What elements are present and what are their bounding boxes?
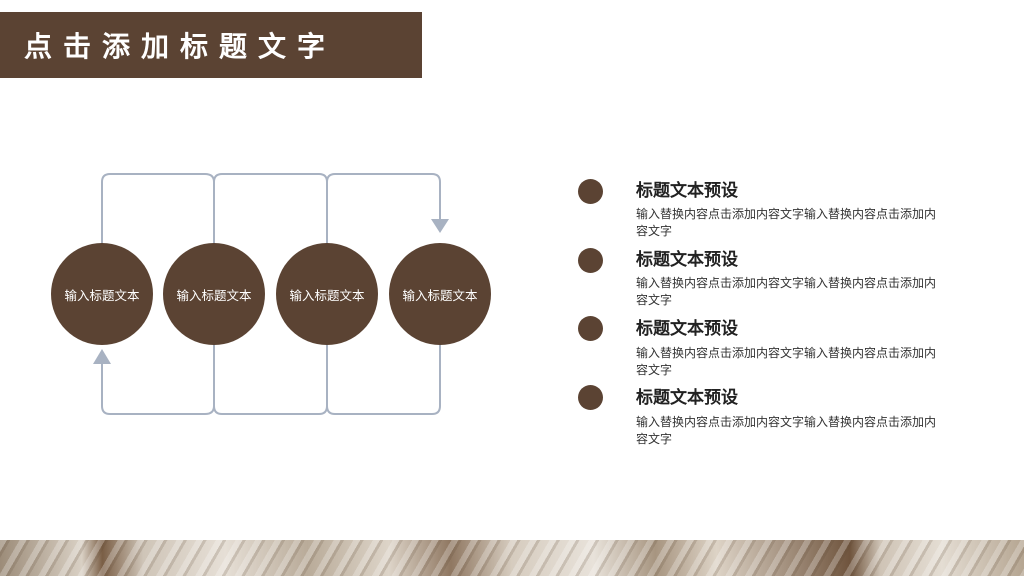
item-title[interactable]: 标题文本预设 [636,181,738,201]
flow-diagram: 输入标题文本 输入标题文本 输入标题文本 输入标题文本 [0,0,520,480]
flow-node-1[interactable]: 输入标题文本 [51,243,153,345]
connector-bottom-3 [326,344,441,415]
item-description[interactable]: 输入替换内容点击添加内容文字输入替换内容点击添加内容文字 [636,207,937,238]
list-item-1: 标题文本预设 输入替换内容点击添加内容文字输入替换内容点击添加内容文字 [0,174,1024,244]
flow-node-label: 输入标题文本 [176,287,252,303]
arrow-down-icon [431,219,449,233]
item-description[interactable]: 输入替换内容点击添加内容文字输入替换内容点击添加内容文字 [636,415,937,446]
flow-node-label: 输入标题文本 [289,287,365,303]
list-item-4: 标题文本预设 输入替换内容点击添加内容文字输入替换内容点击添加内容文字 [0,382,1024,452]
flow-node-4[interactable]: 输入标题文本 [389,243,491,345]
item-title[interactable]: 标题文本预设 [636,388,738,408]
bullet-icon [578,316,603,341]
list-item-2: 标题文本预设 输入替换内容点击添加内容文字输入替换内容点击添加内容文字 [0,243,1024,313]
item-title[interactable]: 标题文本预设 [636,250,738,270]
blossom-photo-strip [0,540,1024,576]
flow-node-2[interactable]: 输入标题文本 [163,243,265,345]
item-title[interactable]: 标题文本预设 [636,319,738,339]
bullet-icon [578,248,603,273]
page-title[interactable]: 点击添加标题文字 [24,30,337,63]
flow-node-label: 输入标题文本 [402,287,478,303]
list-item-3: 标题文本预设 输入替换内容点击添加内容文字输入替换内容点击添加内容文字 [0,313,1024,383]
flow-node-3[interactable]: 输入标题文本 [276,243,378,345]
bullet-icon [578,179,603,204]
connector-top-3 [326,173,441,244]
flow-connectors [93,173,449,415]
flow-node-label: 输入标题文本 [64,287,140,303]
item-description[interactable]: 输入替换内容点击添加内容文字输入替换内容点击添加内容文字 [636,346,937,377]
item-description[interactable]: 输入替换内容点击添加内容文字输入替换内容点击添加内容文字 [636,276,937,307]
bullet-icon [578,385,603,410]
title-bar: 点击添加标题文字 [0,12,422,78]
arrow-up-icon [93,349,111,364]
